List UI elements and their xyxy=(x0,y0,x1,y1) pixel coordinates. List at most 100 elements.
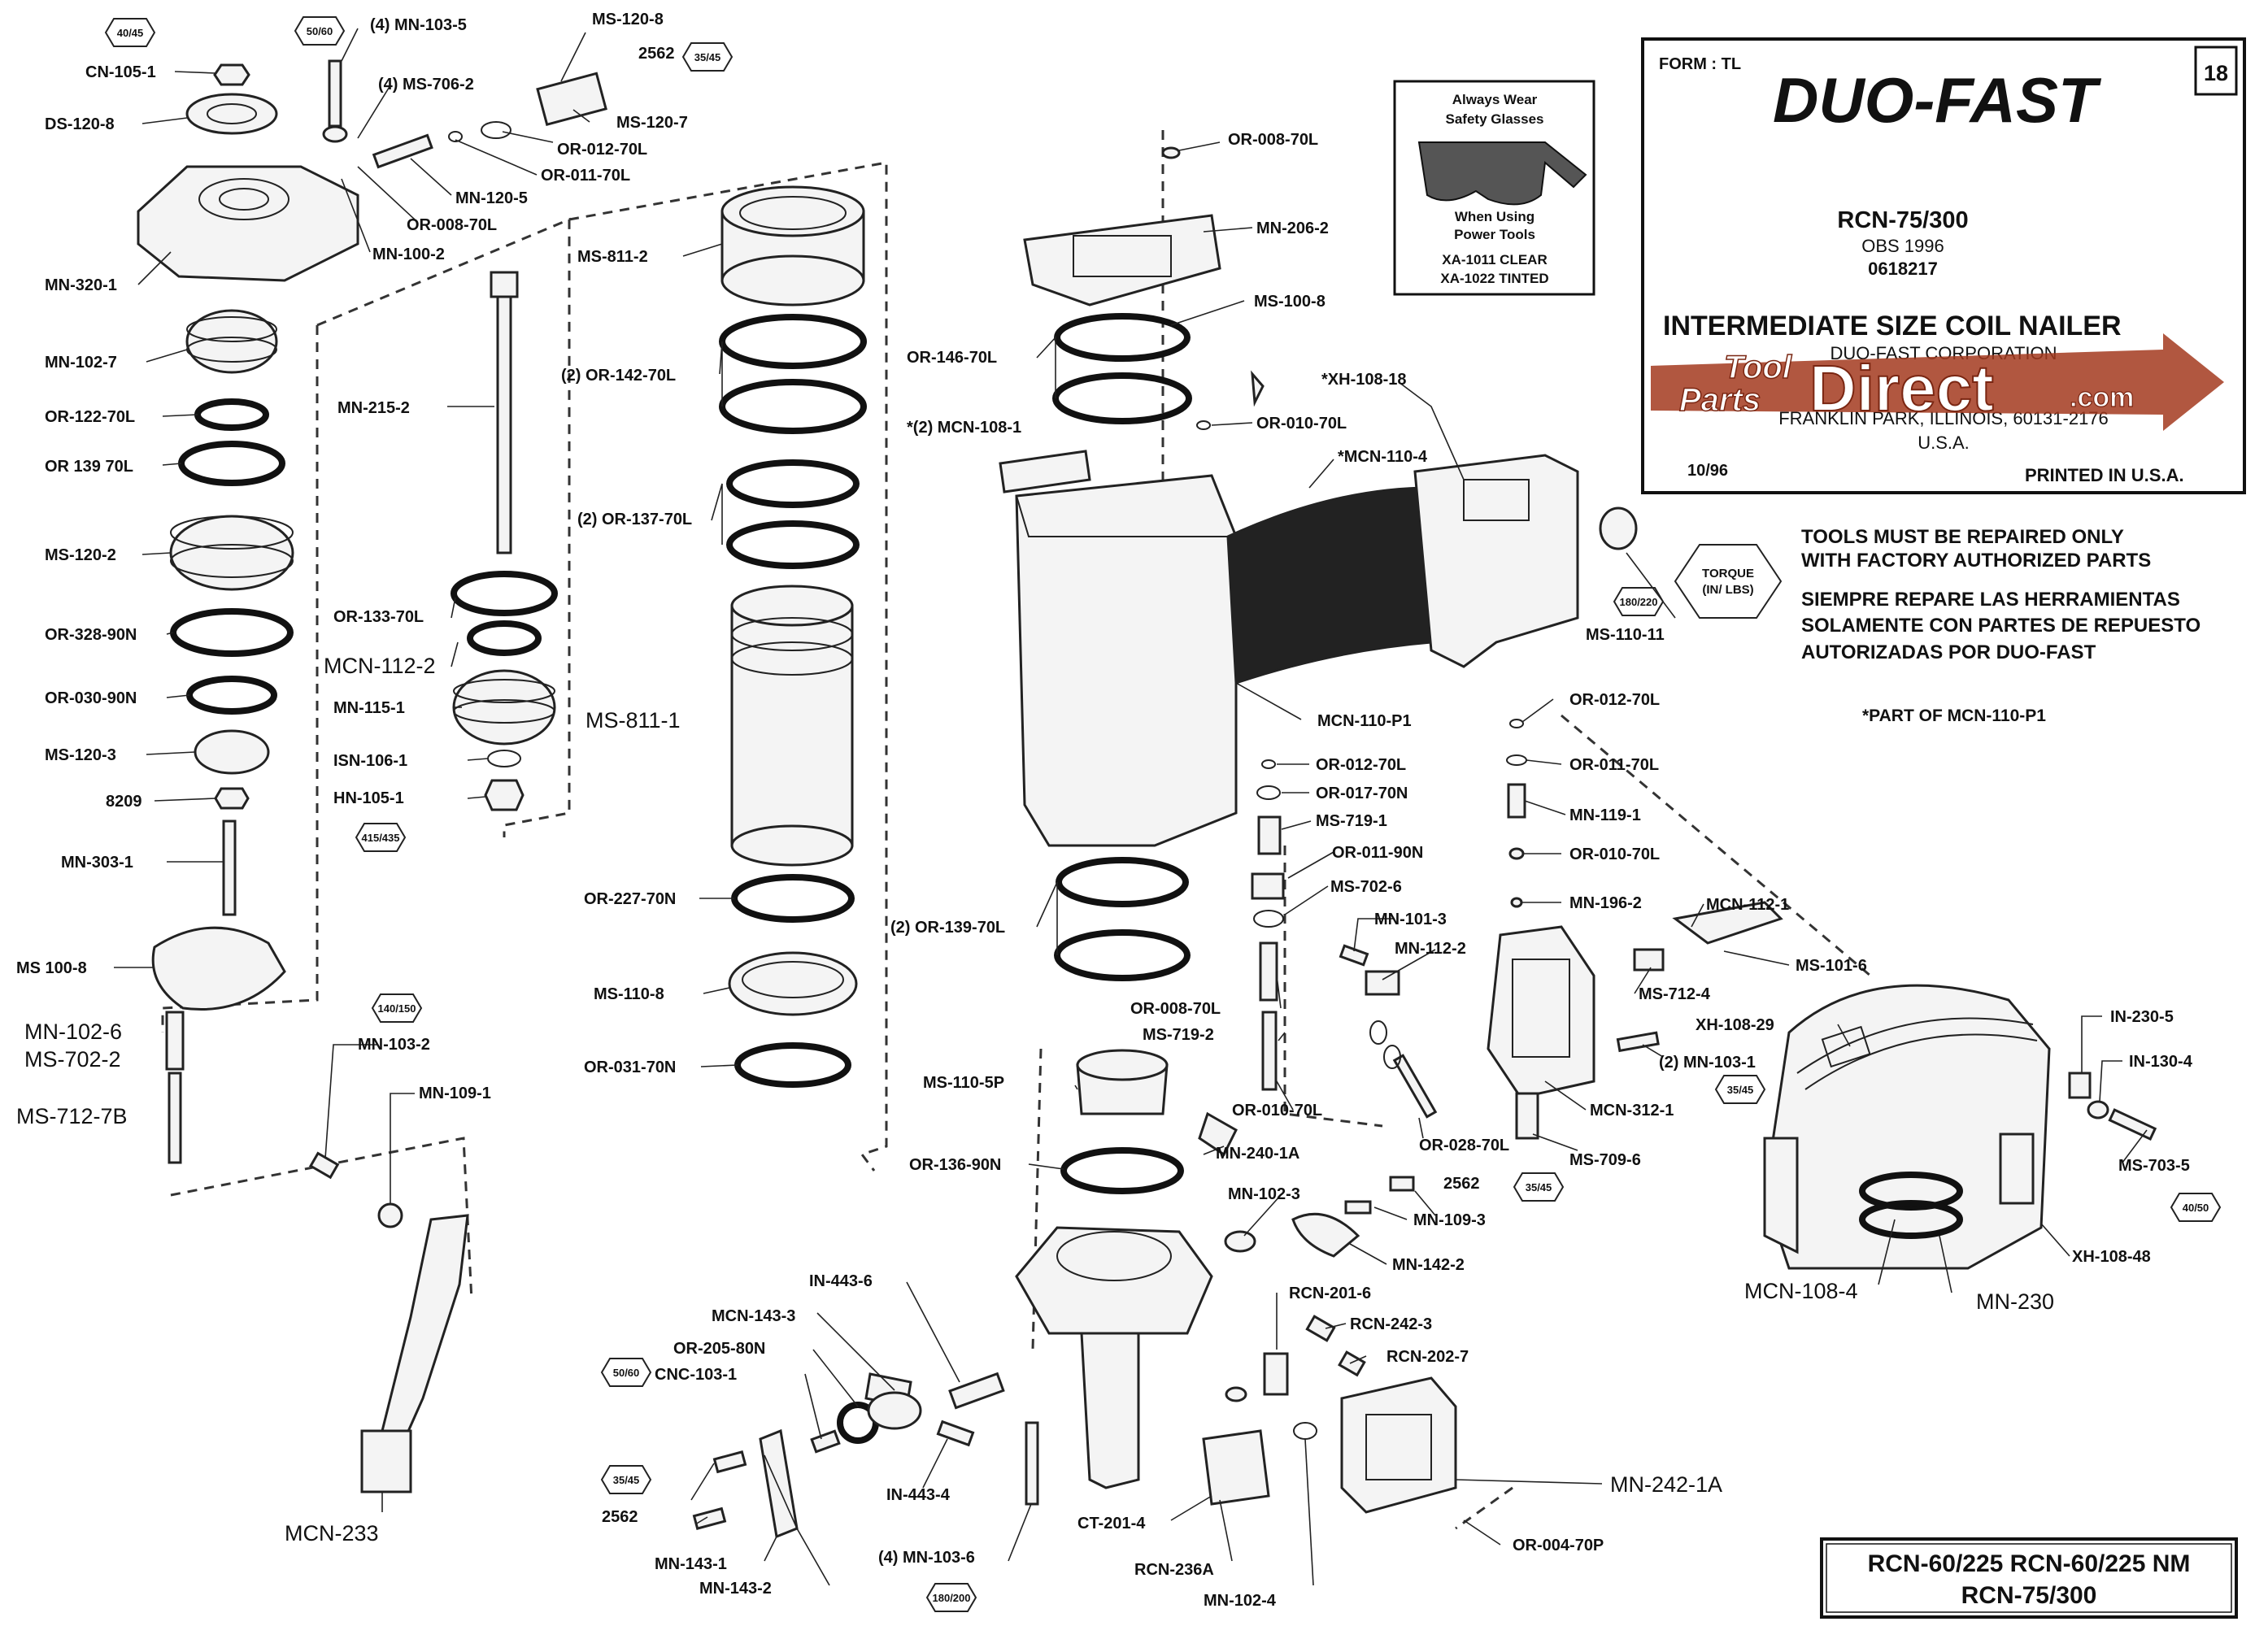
torque-legend-text: TORQUE xyxy=(1702,567,1754,580)
cap-nut xyxy=(213,63,250,86)
part-label: CN-105-1 xyxy=(85,63,156,81)
part-label: MCN-108-4 xyxy=(1744,1279,1858,1303)
cap-screws-group xyxy=(322,59,607,169)
part-label: MN-112-2 xyxy=(1395,940,1466,958)
part-label: XH-108-48 xyxy=(2072,1248,2151,1266)
bumper xyxy=(165,1011,185,1071)
part-label: (4) MS-706-2 xyxy=(378,76,474,93)
valve-plate xyxy=(536,72,607,127)
part-label: *XH-108-18 xyxy=(1321,371,1407,389)
cap-screw-long xyxy=(1025,1421,1039,1506)
footnote-text: *PART OF MCN-110-P1 xyxy=(1862,706,2046,725)
canister-door xyxy=(1763,1137,1799,1254)
feed-piston xyxy=(867,1391,922,1430)
trigger-valve-parts xyxy=(1251,719,1783,1140)
part-label: IN-130-4 xyxy=(2129,1053,2193,1071)
nose-guide xyxy=(1080,1332,1140,1489)
safety-text: XA-1022 TINTED xyxy=(1440,271,1548,286)
torque-value: 50/60 xyxy=(613,1367,640,1379)
part-label: (2) OR-137-70L xyxy=(577,511,692,528)
notice-text: SIEMPRE REPARE LAS HERRAMIENTAS xyxy=(1801,589,2180,611)
part-label: *MCN-110-4 xyxy=(1338,448,1428,466)
pin xyxy=(168,1072,182,1164)
part-label: OR-028-70L xyxy=(1419,1137,1509,1154)
title-block: FORM : TL DUO-FAST 18 RCN-75/300 OBS 199… xyxy=(1641,37,2246,494)
part-label: MS-120-2 xyxy=(45,546,116,564)
part-label: OR-012-70L xyxy=(557,141,647,159)
part-label: MS-702-2 xyxy=(24,1047,121,1072)
part-label: 2562 xyxy=(638,45,675,63)
part-label: MN-109-1 xyxy=(419,1085,491,1102)
printed-in-label: PRINTED IN U.S.A. xyxy=(2025,465,2184,485)
lower-center-parts xyxy=(1015,857,1213,1506)
part-label: MS-110-5P xyxy=(923,1074,1004,1092)
part-label: ISN-106-1 xyxy=(333,752,407,770)
torque-hex: 35/45 xyxy=(1513,1172,1565,1202)
torque-hex-group: 40/45 50/60 35/45 415/435 140/150 180/22… xyxy=(104,16,2222,1612)
leader-lines xyxy=(114,28,2148,1586)
part-label: MS 100-8 xyxy=(16,959,87,977)
part-label: HN-105-1 xyxy=(333,789,404,807)
part-label: MS-120-8 xyxy=(592,11,664,28)
end-cap xyxy=(1413,454,1579,668)
part-label: MCN-312-1 xyxy=(1590,1102,1674,1119)
part-label: MN-100-2 xyxy=(372,246,445,263)
watermark-direct-text: Direct xyxy=(1809,352,1994,424)
part-label: MN-102-3 xyxy=(1228,1185,1300,1203)
part-label: MS-703-5 xyxy=(2118,1157,2190,1175)
part-label: 2562 xyxy=(602,1508,638,1526)
torque-hex: 35/45 xyxy=(681,42,734,72)
form-label: FORM : TL xyxy=(1659,55,1741,73)
part-label: 2562 xyxy=(1443,1175,1480,1193)
part-label: MCN-143-3 xyxy=(712,1307,795,1325)
safety-text: Power Tools xyxy=(1454,227,1535,242)
part-label: OR-031-70N xyxy=(584,1059,676,1076)
part-label: MN-215-2 xyxy=(337,399,410,417)
part-label: (4) MN-103-6 xyxy=(878,1549,975,1567)
torque-hex: 140/150 xyxy=(371,993,423,1023)
part-label: OR-010-70L xyxy=(1569,846,1660,863)
part-label: MS-719-1 xyxy=(1316,812,1387,830)
part-label: OR-136-90N xyxy=(909,1156,1001,1174)
notice-text: AUTORIZADAS POR DUO-FAST xyxy=(1801,641,2096,663)
company-country: U.S.A. xyxy=(1918,433,1970,453)
torque-hex: 50/60 xyxy=(294,16,346,46)
torque-value: 35/45 xyxy=(1727,1084,1754,1096)
part-label: MS-120-3 xyxy=(45,746,116,764)
part-label: MS-120-7 xyxy=(616,114,688,132)
top-plate xyxy=(1023,214,1221,306)
part-label: MN-103-2 xyxy=(358,1036,430,1054)
valve-stem xyxy=(372,133,433,169)
part-label: MN-143-1 xyxy=(655,1555,727,1573)
part-label: OR-004-70P xyxy=(1513,1537,1604,1554)
part-label: MN-242-1A xyxy=(1610,1472,1722,1497)
driver-assembly xyxy=(451,271,558,811)
door-latch-plate xyxy=(1340,1376,1457,1514)
part-label: OR-017-70N xyxy=(1316,785,1408,802)
part-label: OR-008-70L xyxy=(1130,1000,1221,1018)
obs-year: OBS 1996 xyxy=(1861,236,1944,256)
part-label: CT-201-4 xyxy=(1077,1515,1146,1532)
part-label: DS-120-8 xyxy=(45,115,115,133)
issue-date: 10/96 xyxy=(1687,462,1728,480)
part-label: RCN-242-3 xyxy=(1350,1315,1432,1333)
torque-value: 35/45 xyxy=(613,1474,640,1486)
part-label: MN-206-2 xyxy=(1256,220,1329,237)
grip xyxy=(1226,486,1433,685)
part-label: MCN-233 xyxy=(285,1521,379,1546)
safety-text: Always Wear xyxy=(1452,92,1538,107)
part-label: (2) OR-139-70L xyxy=(890,919,1005,937)
part-label: MS-702-6 xyxy=(1330,878,1402,896)
torque-hex: 415/435 xyxy=(355,823,407,852)
torque-legend-units: (IN/ LBS) xyxy=(1702,583,1753,597)
head-bolt xyxy=(222,820,237,916)
watermark-parts-text: Parts xyxy=(1679,382,1761,418)
part-label: MCN-112-1 xyxy=(1706,896,1789,914)
part-label: MS-712-7B xyxy=(16,1104,128,1128)
cap-screw xyxy=(328,59,342,128)
part-label: RCN-202-7 xyxy=(1386,1348,1469,1366)
part-label: OR-012-70L xyxy=(1316,756,1406,774)
part-label: MS-709-6 xyxy=(1569,1151,1641,1169)
part-label: MN-119-1 xyxy=(1569,806,1641,824)
trigger-arm xyxy=(381,1214,469,1437)
